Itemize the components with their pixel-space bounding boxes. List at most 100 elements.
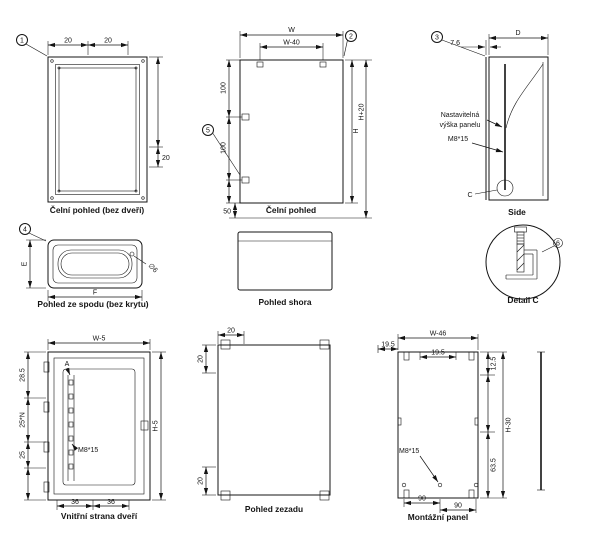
balloon-4-number: 4 bbox=[23, 227, 27, 234]
dim-label-36a: 36 bbox=[71, 499, 79, 506]
door-dimensions bbox=[24, 339, 166, 510]
mount-lug bbox=[319, 339, 330, 350]
detail-c-geometry bbox=[505, 226, 538, 280]
bottom-dimensions bbox=[26, 239, 147, 301]
dim-label-20b: 20 bbox=[104, 38, 112, 45]
dim-label-h: H bbox=[353, 128, 360, 133]
front-geometry bbox=[239, 59, 344, 204]
door-geometry bbox=[43, 351, 151, 501]
adjustment-curve bbox=[505, 63, 544, 129]
panel-geometry bbox=[397, 351, 545, 499]
caption-front-no-door: Čelní pohled (bez dveří) bbox=[50, 204, 145, 215]
caption-side: Side bbox=[508, 207, 526, 217]
dim-label-f: F bbox=[93, 290, 97, 297]
balloon-6 bbox=[553, 238, 563, 248]
dim-label-25n: 25*N bbox=[20, 412, 27, 428]
view-side: 3 7.6 D Nastavitelná výška panelu M8*15 … bbox=[431, 30, 549, 217]
balloon-5 bbox=[202, 124, 214, 136]
view-front-no-door: 1 20 20 20 Čelní pohled (bez dveří) bbox=[16, 34, 170, 215]
panel-notch bbox=[474, 417, 479, 426]
caption-front: Čelní pohled bbox=[266, 204, 316, 215]
detail-c-marker-circle bbox=[496, 179, 514, 197]
view-top: Pohled shora bbox=[237, 231, 333, 307]
panel-hole bbox=[437, 482, 443, 488]
panel-note-line2: výška panelu bbox=[440, 122, 481, 129]
detail-c-ref-leader bbox=[474, 189, 498, 195]
panel-hole bbox=[473, 482, 479, 488]
stud-nut bbox=[514, 226, 527, 233]
panel-notch bbox=[397, 417, 402, 426]
latch bbox=[140, 420, 149, 431]
caption-bottom: Pohled ze spodu (bez krytu) bbox=[37, 299, 148, 309]
panel-notch bbox=[403, 489, 410, 499]
dim-label-h5: H-5 bbox=[153, 420, 160, 431]
top-outline bbox=[237, 231, 333, 291]
front-no-door-geometry bbox=[47, 56, 148, 203]
mount-lug bbox=[319, 490, 330, 501]
bottom-outline bbox=[47, 239, 143, 289]
panel-hole bbox=[401, 482, 407, 488]
rear-dimensions bbox=[202, 331, 245, 496]
balloon-2 bbox=[345, 30, 357, 42]
screw-label-panel: M8*15 bbox=[399, 448, 419, 455]
dim-label-20a: 20 bbox=[64, 38, 72, 45]
side-dimensions bbox=[461, 34, 549, 55]
balloon-5-leader bbox=[212, 133, 241, 176]
front-dimensions bbox=[226, 31, 372, 219]
detail-c-ref-label: C bbox=[467, 192, 472, 199]
dim-label-w46: W-46 bbox=[430, 331, 447, 338]
screw-arrow-door bbox=[71, 443, 79, 451]
dim-label-rear-top: 20 bbox=[227, 328, 235, 335]
balloon-3 bbox=[431, 31, 443, 43]
dim-label-w: W bbox=[288, 27, 295, 34]
balloon-2-number: 2 bbox=[349, 34, 353, 41]
dim-label-50: 50 bbox=[223, 209, 231, 216]
panel-note-arrow bbox=[486, 119, 503, 128]
dim-label-w40: W-40 bbox=[283, 40, 300, 47]
dim-label-rear-left-top: 20 bbox=[198, 355, 205, 363]
dim-label-125: 12.5 bbox=[491, 357, 498, 371]
balloon-2-leader bbox=[343, 39, 348, 57]
caption-mounting-panel: Montážní panel bbox=[408, 512, 469, 522]
caption-detail-c: Detail C bbox=[507, 295, 538, 305]
cabinet-front-with-door-outline bbox=[239, 59, 344, 204]
balloon-4 bbox=[19, 223, 31, 235]
cabinet-side-outline bbox=[488, 56, 549, 201]
dim-label-76: 7.6 bbox=[450, 40, 460, 47]
view-bottom-no-cover: 4 E F ∅6 Pohled ze spodu (bez krytu) bbox=[19, 223, 159, 309]
hinge bbox=[43, 361, 50, 373]
door-outline bbox=[47, 351, 151, 501]
dim-label-285: 28.5 bbox=[20, 368, 27, 382]
dim-label-90a: 90 bbox=[418, 496, 426, 503]
screw-arrow-panel bbox=[419, 455, 439, 483]
rear-outline bbox=[217, 344, 331, 496]
dim-label-20c: 20 bbox=[162, 155, 170, 162]
view-rear: 20 20 20 Pohled zezadu bbox=[198, 328, 331, 514]
front-no-door-dimensions bbox=[47, 41, 163, 168]
dim-label-25: 25 bbox=[20, 451, 27, 459]
dim-label-w5: W-5 bbox=[93, 336, 106, 343]
panel-dimensions bbox=[377, 334, 507, 513]
view-door-inner: W-5 A 28.5 25*N 25 36 36 H-5 M8*15 Vnitř… bbox=[20, 336, 166, 521]
panel-notch bbox=[468, 351, 475, 361]
dim-label-h30: H-30 bbox=[506, 417, 513, 432]
caption-door-inner: Vnitřní strana dveří bbox=[61, 511, 138, 521]
screw-label-door: M8*15 bbox=[78, 447, 98, 454]
balloon-1-number: 1 bbox=[20, 38, 24, 45]
panel-notch bbox=[403, 351, 410, 361]
caption-rear: Pohled zezadu bbox=[245, 504, 303, 514]
view-front: W W-40 100 100 50 H H+20 2 5 Čelní pohle… bbox=[202, 27, 372, 219]
hole-callout-label: ∅6 bbox=[147, 262, 159, 274]
caption-top: Pohled shora bbox=[258, 297, 311, 307]
balloon-1-leader bbox=[25, 43, 48, 57]
screw-arrow-side bbox=[471, 142, 504, 153]
panel-note-line1: Nastavitelná bbox=[441, 112, 480, 119]
balloon-4-leader bbox=[28, 232, 47, 242]
balloon-6-number: 6 bbox=[556, 241, 560, 248]
balloon-5-number: 5 bbox=[206, 128, 210, 135]
dim-label-h20: H+20 bbox=[359, 103, 366, 120]
detail-c-circle bbox=[485, 224, 561, 300]
dim-label-195a: 19.5 bbox=[381, 342, 395, 349]
